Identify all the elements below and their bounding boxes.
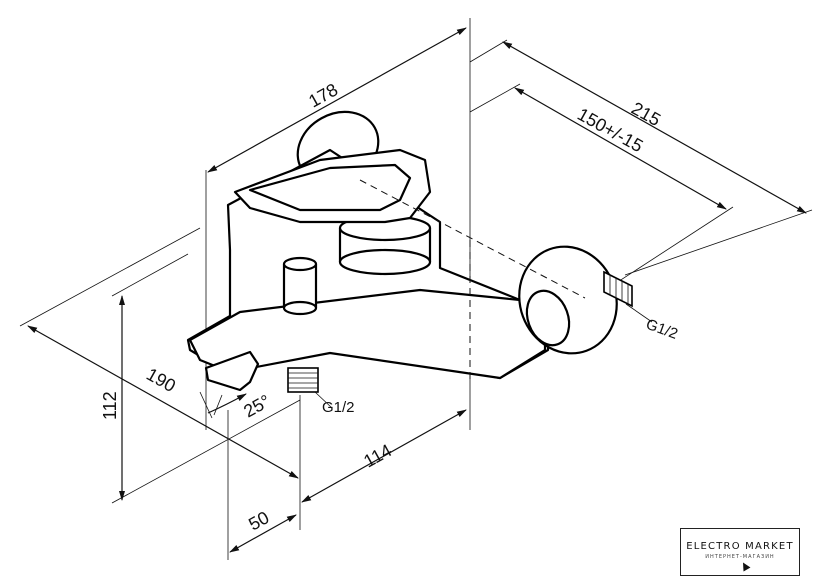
dimension-50: 50 <box>227 410 297 560</box>
dimension-112-label: 112 <box>100 391 120 420</box>
cursor-icon <box>739 560 751 572</box>
watermark-subtitle: ИНТЕРНЕТ-МАГАЗИН <box>705 554 775 560</box>
dimension-215: 215 <box>469 39 813 276</box>
outlet-thread: G1/2 <box>287 367 355 416</box>
watermark-title: ELECTRO MARKET <box>686 541 794 552</box>
dimension-190-label: 190 <box>143 364 179 396</box>
watermark-logo: ELECTRO MARKET ИНТЕРНЕТ-МАГАЗИН <box>680 528 800 576</box>
hidden-lines <box>359 179 586 380</box>
faucet-body <box>186 110 550 392</box>
outlet-thread-label: G1/2 <box>322 399 355 416</box>
inlet-thread-label: G1/2 <box>644 316 680 343</box>
angle-25: 25° <box>207 391 274 421</box>
dimension-112: 112 <box>100 253 301 504</box>
dimension-215-label: 215 <box>628 98 664 130</box>
dimension-178-label: 178 <box>305 79 341 111</box>
inlet-connection: G1/2 <box>518 245 680 355</box>
